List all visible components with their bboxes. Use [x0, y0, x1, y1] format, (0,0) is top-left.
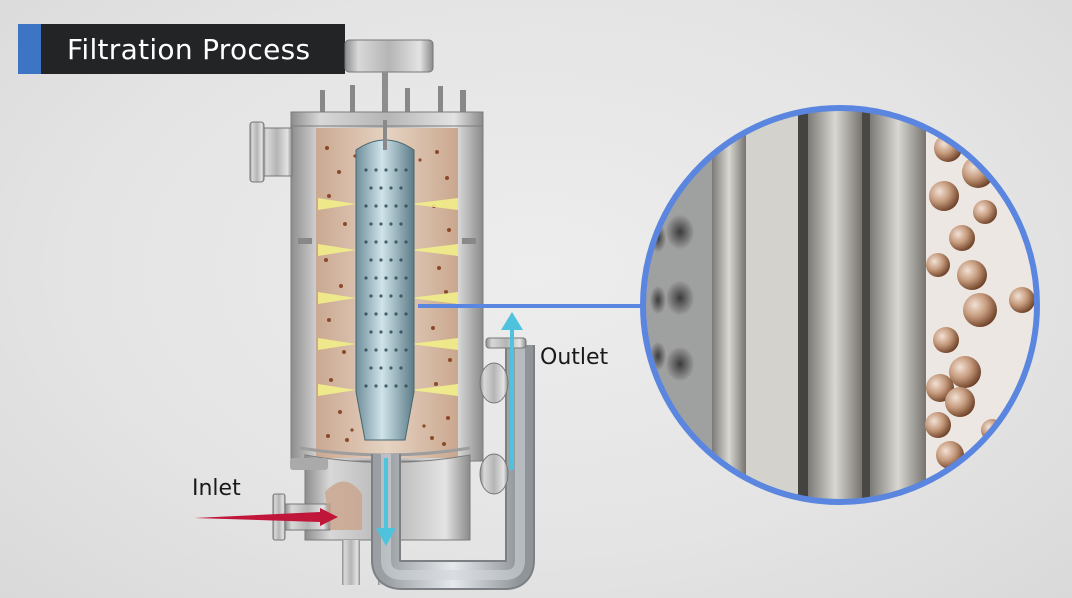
- zoom-callout-icon: [640, 105, 1040, 505]
- outlet-label: Outlet: [540, 345, 609, 370]
- actuator: [320, 39, 466, 124]
- inlet-arrow-icon: [194, 508, 338, 526]
- title-accent: [18, 24, 41, 74]
- outlet-arrow-icon: [376, 312, 523, 546]
- outlet-pipe: [371, 337, 535, 590]
- inlet-label: Inlet: [192, 476, 241, 501]
- filter-cartridge: [299, 120, 471, 457]
- filtration-arrows: [318, 198, 458, 396]
- title-bar: Filtration Process: [18, 24, 345, 74]
- particles: [324, 146, 452, 446]
- page-title: Filtration Process: [67, 32, 311, 66]
